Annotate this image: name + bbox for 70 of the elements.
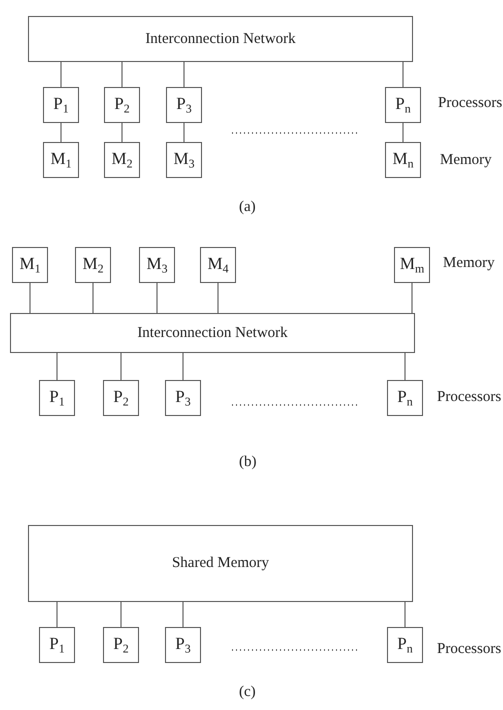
unit-box xyxy=(165,380,201,416)
node-label: P$_{1}$ xyxy=(49,386,65,410)
connector-line xyxy=(60,122,62,142)
node-label: P$_{n}$ xyxy=(395,94,411,116)
unit-box xyxy=(103,380,139,416)
node-label: P$_{2}$ xyxy=(113,386,129,410)
node-label: P$_{n}$ xyxy=(397,386,413,410)
connector-line xyxy=(404,602,406,628)
unit-box xyxy=(200,247,236,283)
node-label: Interconnection Network xyxy=(137,324,288,342)
connector-line xyxy=(56,602,58,628)
unit-box xyxy=(394,247,430,283)
unit-box xyxy=(385,142,421,178)
node-label: P$_{1}$ xyxy=(49,634,65,656)
node-label: P$_{n}$ xyxy=(397,634,413,656)
node-label: P$_{2}$ xyxy=(114,94,130,116)
unit-box xyxy=(43,142,79,178)
connector-line xyxy=(402,62,404,88)
unit-box xyxy=(43,87,79,123)
node-label: M$_{2}$ xyxy=(111,148,133,172)
node-label: P$_{3}$ xyxy=(175,634,191,656)
node-label: M$_{4}$ xyxy=(207,254,229,276)
node-label: M$_{3}$ xyxy=(173,148,195,172)
row-label: Memory xyxy=(440,152,492,169)
unit-box xyxy=(103,627,139,663)
panel-label: (b) xyxy=(239,454,256,471)
node-label: Shared Memory xyxy=(172,555,270,572)
node-label: Interconnection Network xyxy=(145,30,296,48)
node-label: P$_{1}$ xyxy=(53,94,69,116)
node-label: M$_{m}$ xyxy=(400,254,424,276)
node-label: P$_{3}$ xyxy=(176,94,192,116)
connector-line xyxy=(120,352,122,380)
unit-box xyxy=(104,142,140,178)
node-label: M$_{1}$ xyxy=(19,254,41,276)
unit-box xyxy=(166,142,202,178)
unit-box xyxy=(387,380,423,416)
unit-box xyxy=(165,627,201,663)
network-box xyxy=(28,16,413,62)
node-label: M$_{n}$ xyxy=(392,148,414,172)
row-label: Memory xyxy=(443,255,495,272)
connector-line xyxy=(120,602,122,628)
unit-box xyxy=(385,87,421,123)
node-label: M$_{2}$ xyxy=(82,254,104,276)
row-label: Processors xyxy=(437,389,502,406)
unit-box xyxy=(166,87,202,123)
connector-line xyxy=(182,602,184,628)
connector-line xyxy=(404,352,406,380)
node-label: M$_{1}$ xyxy=(50,148,72,172)
panel-label: (a) xyxy=(239,199,256,216)
network-box xyxy=(28,525,413,602)
node-label: P$_{3}$ xyxy=(175,386,191,410)
network-box xyxy=(10,313,415,353)
connector-line xyxy=(60,62,62,88)
unit-box xyxy=(39,380,75,416)
unit-box xyxy=(387,627,423,663)
unit-box xyxy=(39,627,75,663)
connector-line xyxy=(182,352,184,380)
unit-box xyxy=(75,247,111,283)
unit-box xyxy=(12,247,48,283)
panel-label: (c) xyxy=(239,684,256,701)
unit-box xyxy=(139,247,175,283)
row-label: Processors xyxy=(438,95,502,112)
connector-line xyxy=(92,282,94,314)
row-label: Processors xyxy=(437,641,502,658)
connector-line xyxy=(156,282,158,314)
connector-line xyxy=(56,352,58,380)
unit-box xyxy=(104,87,140,123)
node-label: M$_{3}$ xyxy=(146,254,168,276)
connector-line xyxy=(402,122,404,142)
node-label: P$_{2}$ xyxy=(113,634,129,656)
